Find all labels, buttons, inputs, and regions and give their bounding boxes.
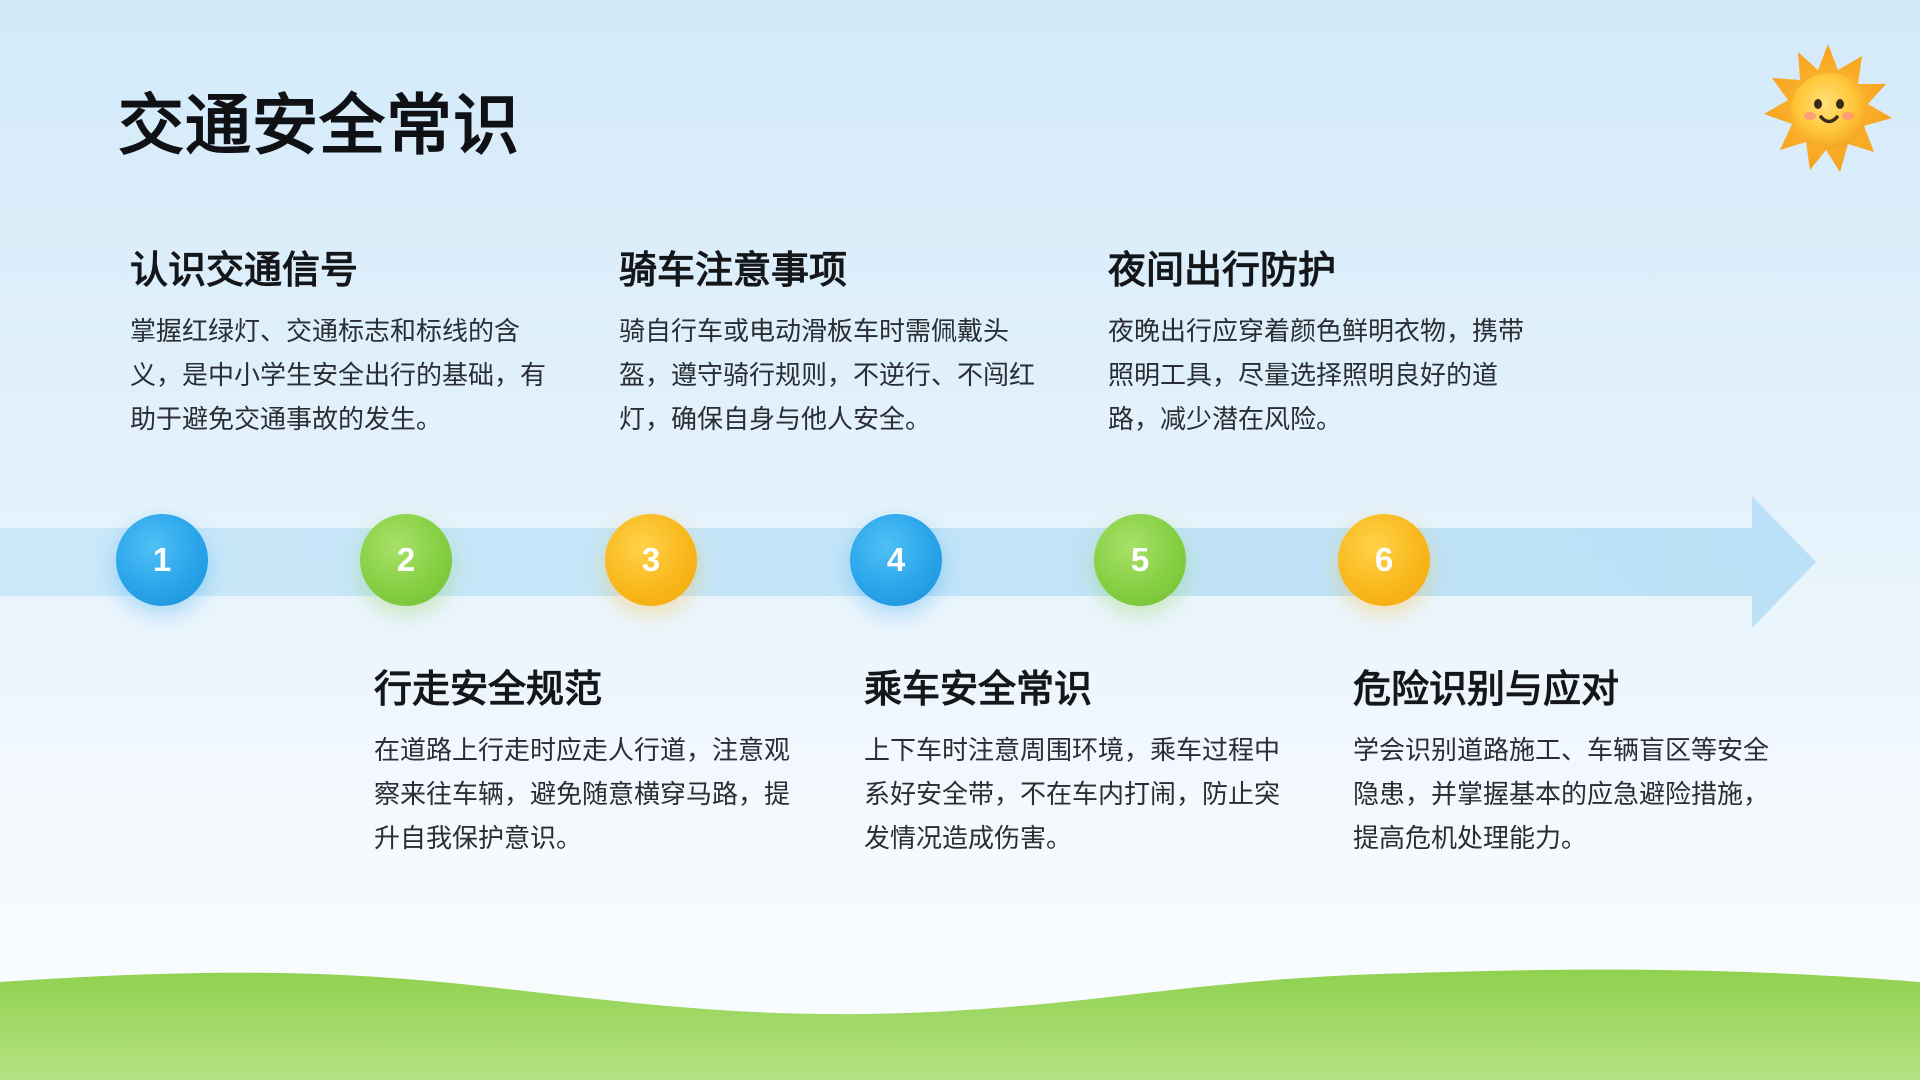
step-marker-5: 5 (1094, 514, 1186, 606)
step-card-5: 夜间出行防护 夜晚出行应穿着颜色鲜明衣物，携带照明工具，尽量选择照明良好的道路，… (1108, 244, 1548, 442)
step-card-3: 骑车注意事项 骑自行车或电动滑板车时需佩戴头盔，遵守骑行规则，不逆行、不闯红灯，… (619, 244, 1059, 442)
step-card-6: 危险识别与应对 学会识别道路施工、车辆盲区等安全隐患，并掌握基本的应急避险措施，… (1353, 663, 1793, 861)
step-marker-6: 6 (1338, 514, 1430, 606)
step-description: 在道路上行走时应走人行道，注意观察来往车辆，避免随意横穿马路，提升自我保护意识。 (374, 736, 791, 854)
grass-hills (0, 969, 1920, 1080)
step-marker-1: 1 (116, 514, 208, 606)
step-title: 认识交通信号 (130, 248, 359, 292)
sun-icon (1764, 44, 1892, 172)
step-description: 夜晚出行应穿着颜色鲜明衣物，携带照明工具，尽量选择照明良好的道路，减少潜在风险。 (1108, 317, 1525, 435)
step-title: 危险识别与应对 (1353, 667, 1620, 711)
step-title: 夜间出行防护 (1108, 248, 1337, 292)
step-description: 骑自行车或电动滑板车时需佩戴头盔，遵守骑行规则，不逆行、不闯红灯，确保自身与他人… (619, 317, 1036, 435)
step-card-2: 行走安全规范 在道路上行走时应走人行道，注意观察来往车辆，避免随意横穿马路，提升… (374, 663, 814, 861)
step-description: 上下车时注意周围环境，乘车过程中系好安全带，不在车内打闹，防止突发情况造成伤害。 (864, 736, 1281, 854)
step-title: 乘车安全常识 (864, 667, 1093, 711)
step-card-1: 认识交通信号 掌握红绿灯、交通标志和标线的含义，是中小学生安全出行的基础，有助于… (130, 244, 570, 442)
step-marker-3: 3 (605, 514, 697, 606)
step-marker-4: 4 (850, 514, 942, 606)
step-card-4: 乘车安全常识 上下车时注意周围环境，乘车过程中系好安全带，不在车内打闹，防止突发… (864, 663, 1304, 861)
step-marker-2: 2 (360, 514, 452, 606)
slide-title: 交通安全常识 (118, 87, 520, 164)
step-title: 行走安全规范 (374, 667, 603, 711)
step-description: 掌握红绿灯、交通标志和标线的含义，是中小学生安全出行的基础，有助于避免交通事故的… (130, 317, 547, 435)
step-description: 学会识别道路施工、车辆盲区等安全隐患，并掌握基本的应急避险措施，提高危机处理能力… (1353, 736, 1770, 854)
step-title: 骑车注意事项 (619, 248, 848, 292)
